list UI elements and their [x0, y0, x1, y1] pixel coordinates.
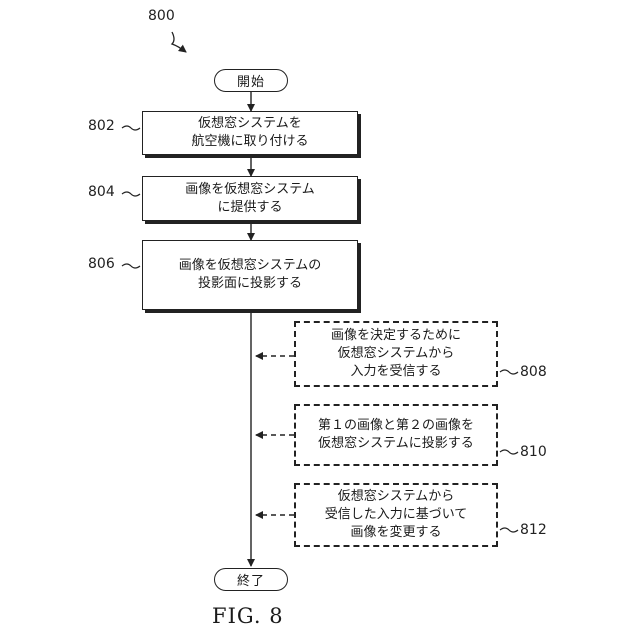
optional-box-812: 仮想窓システムから 受信した入力に基づいて 画像を変更する — [294, 483, 498, 547]
optional-box-810: 第１の画像と第２の画像を 仮想窓システムに投影する — [294, 404, 498, 466]
step-ref-804: 804 — [88, 184, 115, 200]
start-terminal: 開始 — [214, 69, 288, 92]
leader-808 — [500, 370, 518, 374]
start-label: 開始 — [237, 71, 265, 90]
step-ref-808: 808 — [520, 364, 547, 380]
leader-802 — [122, 126, 140, 130]
leader-804 — [122, 192, 140, 196]
figure-caption: FIG. 8 — [212, 604, 284, 628]
step-ref-812: 812 — [520, 522, 547, 538]
step-box-804: 画像を仮想窓システム に提供する — [142, 176, 358, 221]
end-label: 終了 — [237, 570, 265, 589]
leader-812 — [500, 528, 518, 532]
step-ref-802: 802 — [88, 118, 115, 134]
optional-box-808: 画像を決定するために 仮想窓システムから 入力を受信する — [294, 321, 498, 387]
step-ref-806: 806 — [88, 256, 115, 272]
leader-810 — [500, 450, 518, 454]
end-terminal: 終了 — [214, 568, 288, 591]
figure-pointer-arrow — [172, 32, 186, 52]
figure-number: 800 — [148, 8, 175, 24]
leader-806 — [122, 264, 140, 268]
step-box-802: 仮想窓システムを 航空機に取り付ける — [142, 111, 358, 155]
step-box-806: 画像を仮想窓システムの 投影面に投影する — [142, 240, 358, 310]
step-ref-810: 810 — [520, 444, 547, 460]
